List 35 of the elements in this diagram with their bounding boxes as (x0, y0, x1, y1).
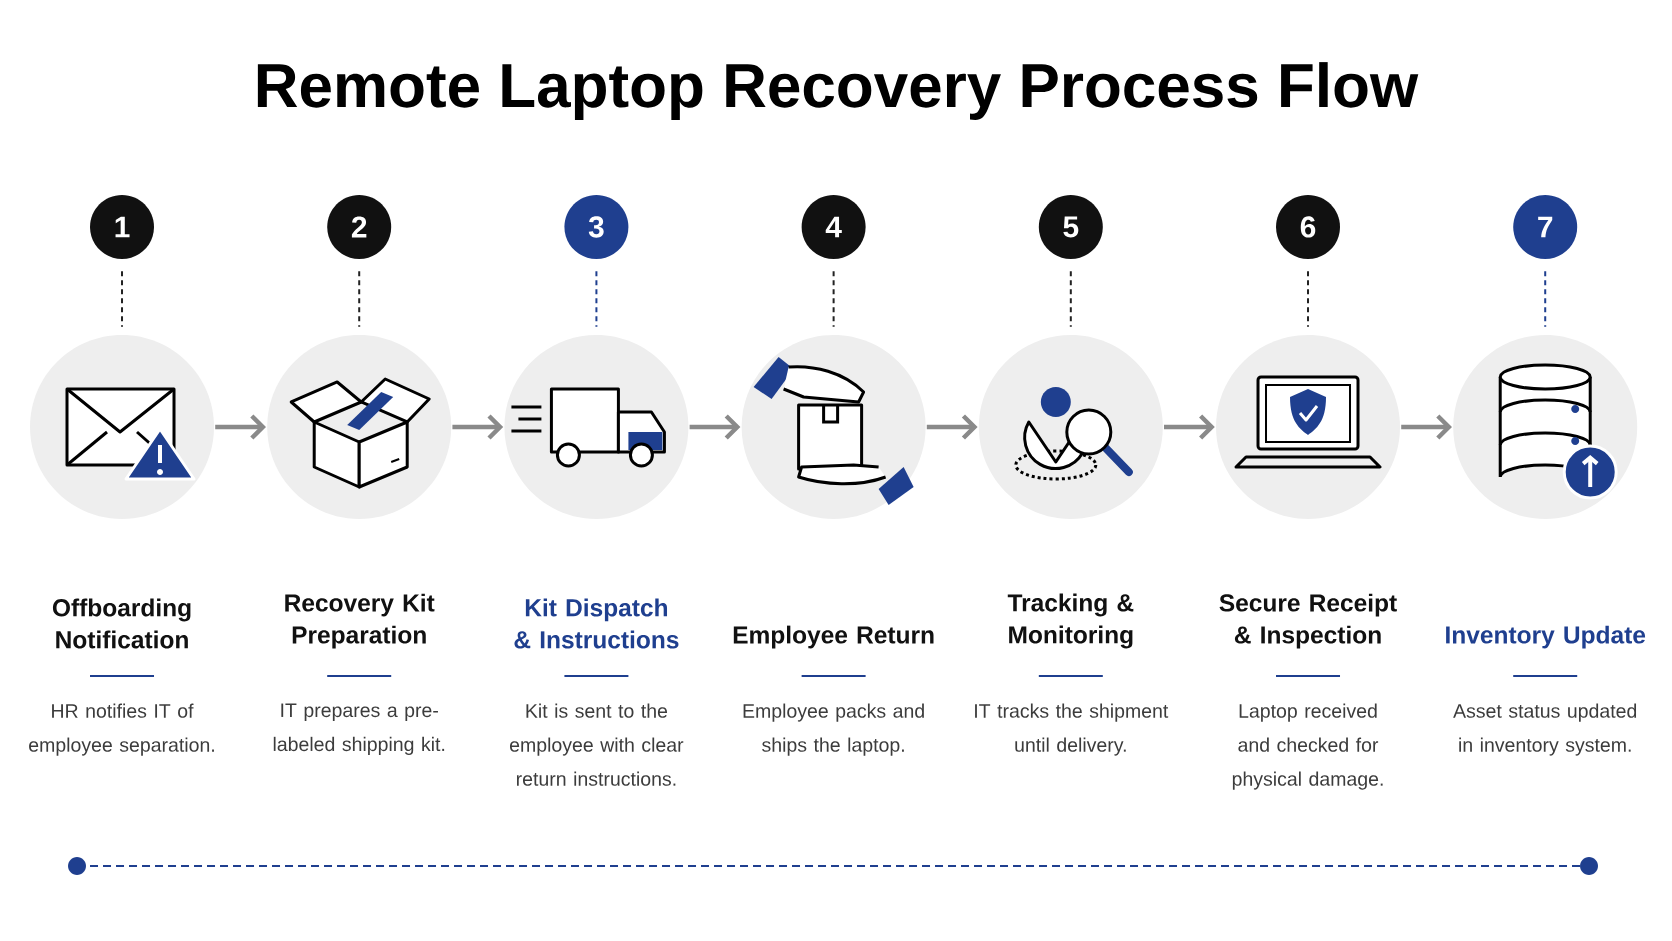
step-description: Laptop received and checked for physical damage. (1232, 703, 1383, 790)
chevron-arrow (215, 414, 266, 440)
step-number: 3 (564, 195, 629, 259)
dashed-connector (1069, 270, 1072, 328)
step-number: 5 (1038, 195, 1103, 259)
step-title: Offboarding Notification (52, 598, 191, 649)
dashed-connector (595, 270, 598, 328)
step-description: IT prepares a pre-labeled shipping kit. (273, 703, 445, 755)
dashed-connector (832, 270, 835, 328)
step-description: Kit is sent to the employee with clear return instructions. (510, 703, 684, 786)
step-title: Tracking & Monitoring (1007, 593, 1134, 649)
step-title: Inventory Update (1446, 625, 1646, 649)
chevron-arrow (689, 414, 741, 440)
title: Remote Laptop Recovery Process Flow (257, 62, 1419, 120)
step-description: IT tracks the shipment until delivery. (975, 703, 1169, 756)
chevron-arrow (1164, 414, 1215, 440)
step-title: Recovery Kit Preparation (285, 593, 435, 649)
step-title: Employee Return (733, 625, 934, 649)
dashed-connector (358, 270, 361, 328)
step-title: Kit Dispatch & Instructions (514, 598, 679, 649)
step-title: Secure Receipt & Inspection (1219, 593, 1397, 649)
dashed-connector (1307, 270, 1309, 328)
step-description: Employee packs and ships the laptop. (743, 703, 924, 756)
step-number: 4 (801, 195, 866, 259)
dashed-connector (1544, 270, 1547, 328)
step-number: 7 (1513, 195, 1578, 259)
step-description: HR notifies IT of employee separation. (29, 703, 214, 756)
step-number: 1 (90, 195, 154, 259)
step-number: 2 (327, 195, 392, 259)
chevron-arrow (926, 414, 978, 440)
chevron-arrow (452, 414, 504, 440)
step-number: 6 (1276, 195, 1340, 259)
chevron-arrow (1401, 414, 1452, 440)
dashed-connector (121, 270, 123, 328)
step-description: Asset status updated in inventory system. (1453, 703, 1637, 756)
